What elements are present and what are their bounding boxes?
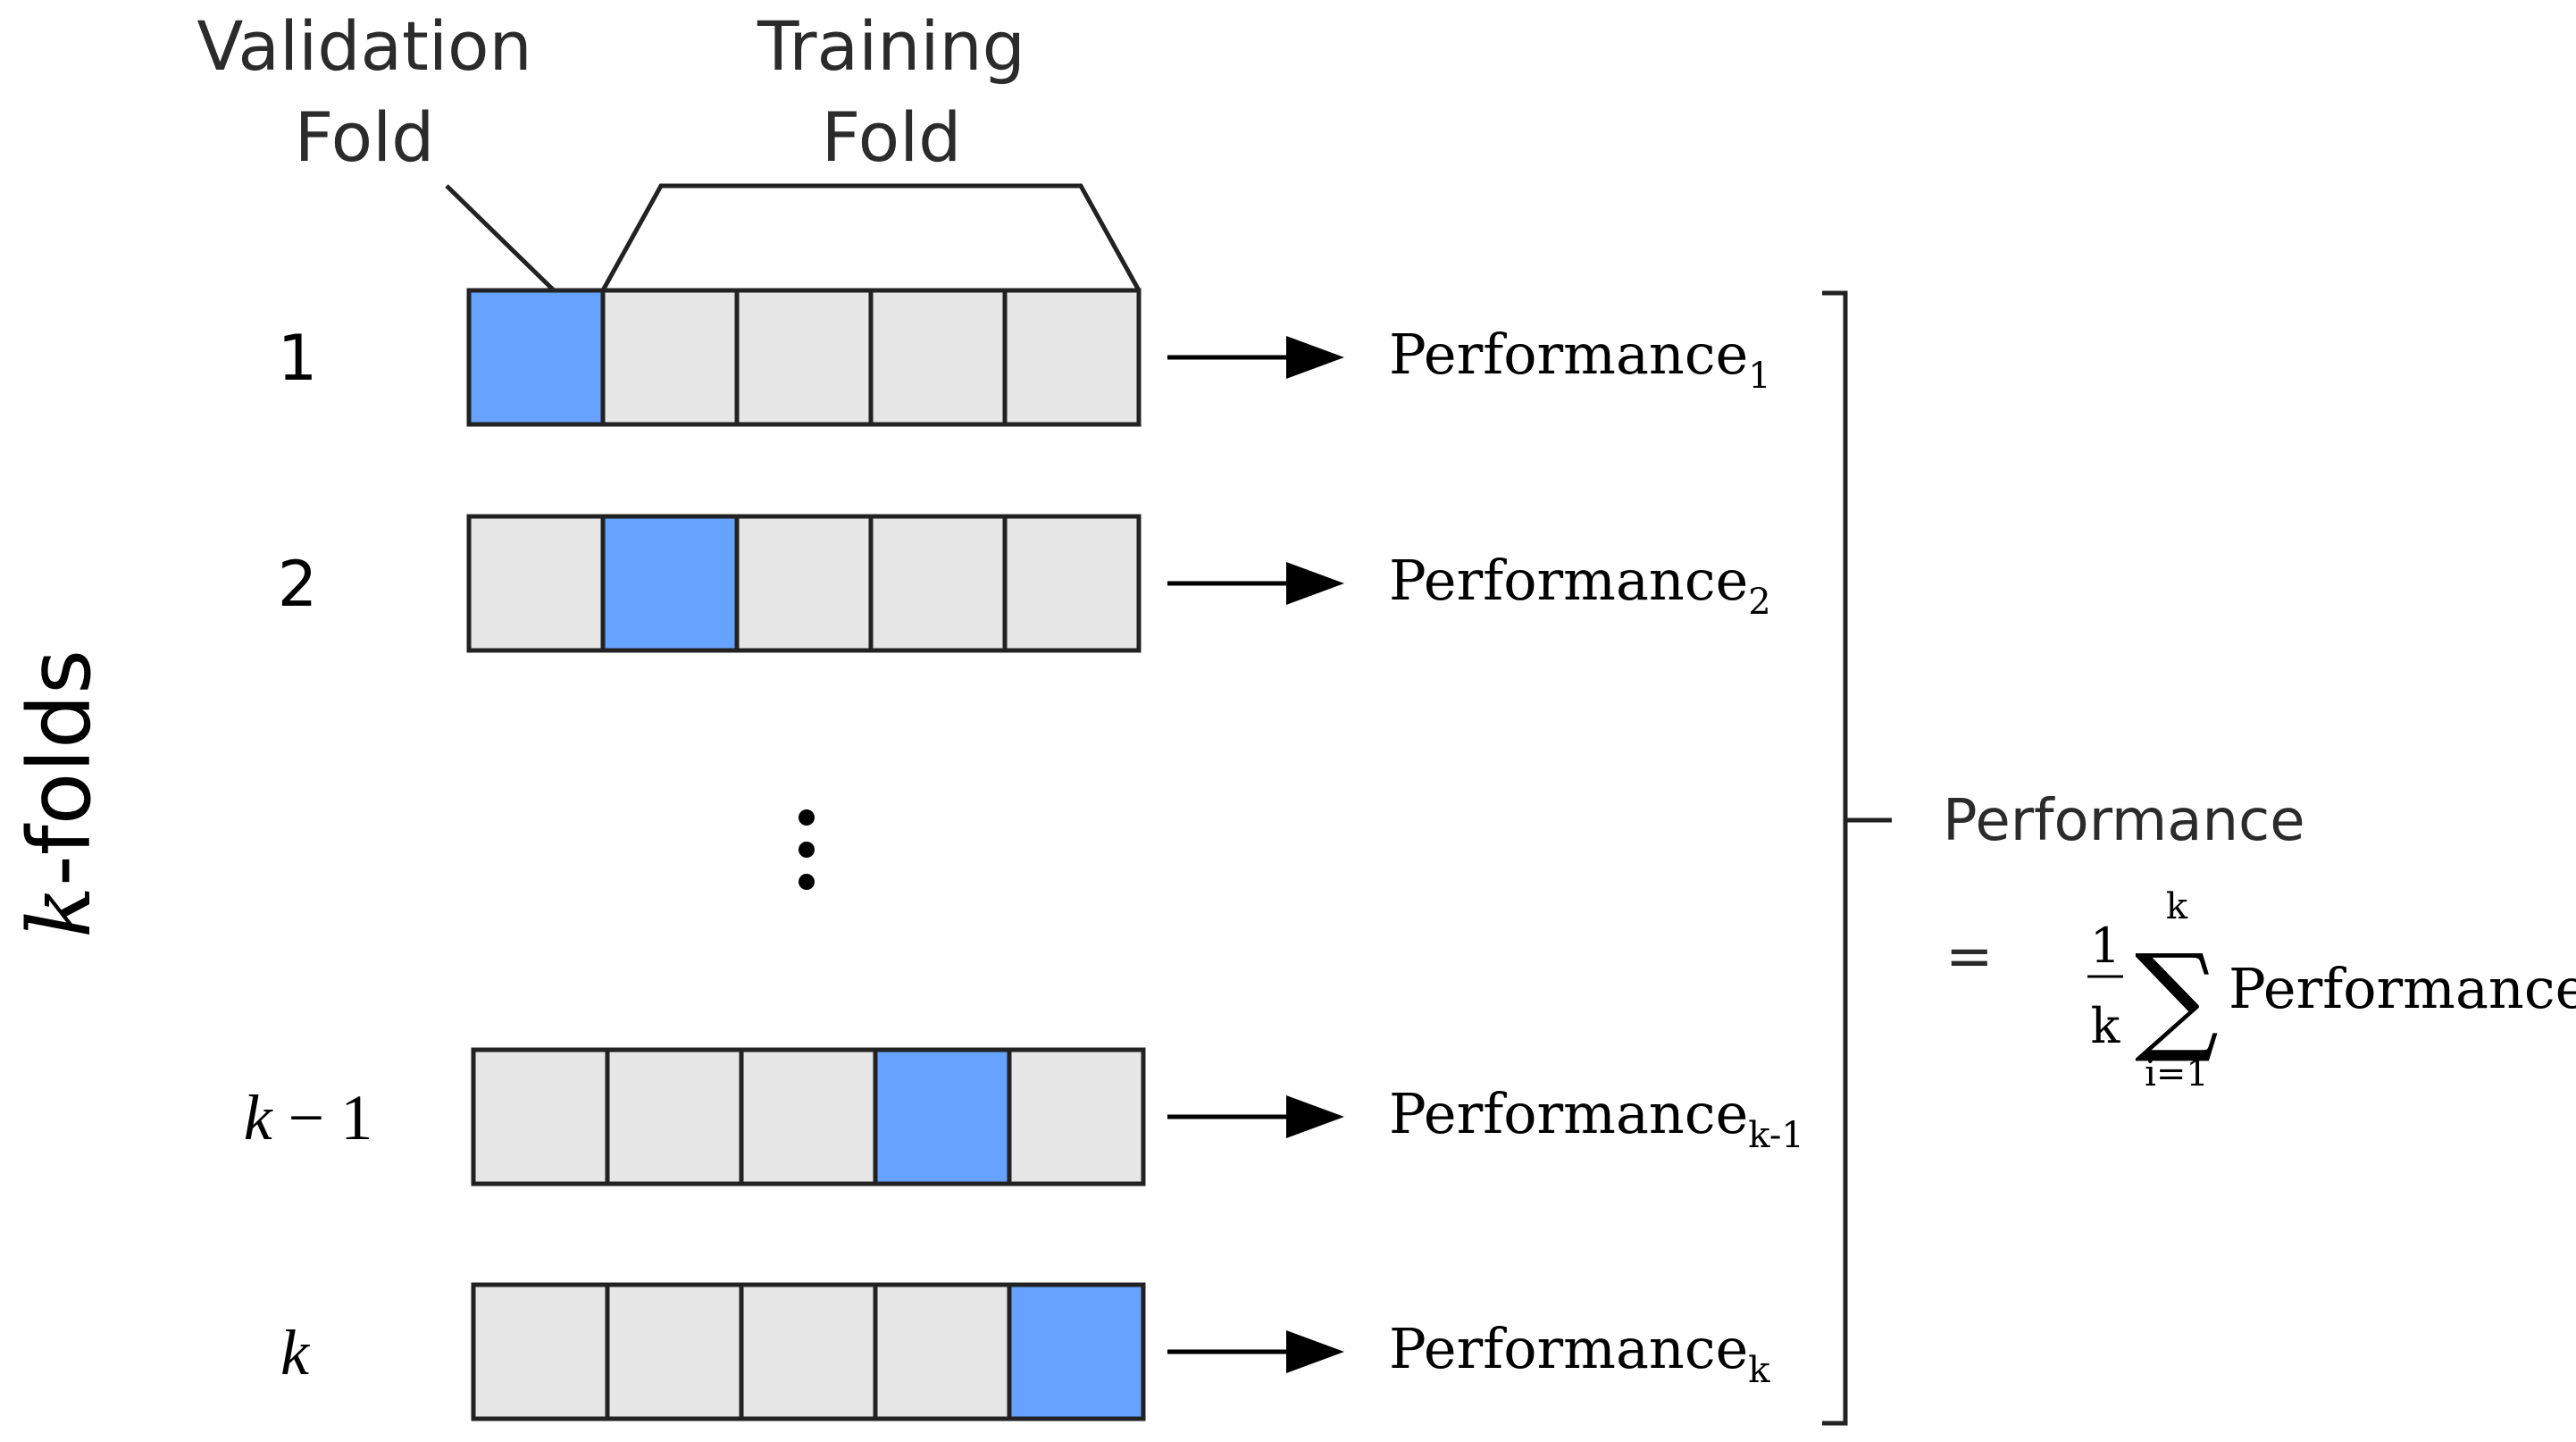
training-fold-label-line2: Fold [822,97,962,177]
training-fold-cell [868,514,1008,653]
vertical-ellipsis [799,809,815,890]
row-performance-subscript: k [1748,1350,1770,1391]
sigma-symbol: ∑ [2135,929,2219,1067]
fraction-denominator: k [2091,998,2121,1054]
arrow-head [1286,336,1344,379]
training-fold-cell [605,1047,744,1186]
kfolds-axis-title-rest: -folds [10,650,110,886]
summary-bracket [1822,290,1848,1426]
validation-fold-cell [873,1047,1012,1186]
row-performance-subscript: 1 [1748,356,1770,397]
training-fold-cell [734,288,874,427]
training-fold-cell [471,1282,610,1421]
validation-fold-cell [600,514,740,653]
row-label: 2 [278,548,318,621]
row-label-var: k [280,1317,311,1388]
arrow-head [1286,562,1344,605]
training-fold-cell [466,514,606,653]
kfolds-axis-title: k-folds [10,650,110,938]
training-fold-cell [868,288,1008,427]
row-performance-subscript: 2 [1748,582,1770,623]
arrow-head [1286,1330,1344,1373]
sum-term-main: Performance [2229,956,2576,1021]
summary-equals: = [1945,924,1994,990]
sum-term: Performancei [2229,956,2576,1031]
training-fold-cell [734,514,874,653]
validation-fold-cell [466,288,606,427]
validation-fold-label-line2: Fold [295,97,435,177]
training-fold-label-line1: Training [757,6,1025,86]
row-performance-main: Performance [1389,322,1748,387]
average-formula: 1 k k ∑ i=1 Performancei [2087,886,2576,1094]
ellipsis-dot [799,874,815,890]
training-fold-bracket [600,183,1142,292]
training-fold-cell [605,1282,744,1421]
training-fold-cell [873,1282,1012,1421]
row-label: 1 [278,322,318,395]
training-fold-cell [1007,1047,1146,1186]
sum-lower-limit: i=1 [2145,1053,2209,1094]
training-fold-cell [1002,288,1142,427]
validation-fold-cell [1007,1282,1146,1421]
row-label: k [280,1317,311,1388]
row-performance-label: Performancek [1389,1316,1770,1391]
training-fold-cell [1002,514,1142,653]
summary-performance-title: Performance [1943,788,2305,854]
row-label-var: k [244,1082,274,1153]
training-fold-cell [739,1047,878,1186]
validation-fold-label-line1: Validation [197,6,531,86]
row-performance-subscript: k-1 [1748,1115,1804,1156]
validation-pointer-line [445,184,556,292]
kfolds-axis-title-var: k [10,886,110,938]
training-fold-cell [471,1047,610,1186]
row-performance-label: Performancek-1 [1389,1081,1804,1156]
row-performance-label: Performance1 [1389,322,1771,397]
ellipsis-dot [799,809,815,826]
fold-row-3: k − 1 Performancek-1 [244,1047,1804,1186]
sum-upper-limit: k [2166,886,2188,927]
fraction-numerator: 1 [2090,918,2120,974]
row-performance-label: Performance2 [1389,548,1771,623]
row-performance-main: Performance [1389,1316,1748,1381]
ellipsis-dot [799,842,815,858]
row-label: k − 1 [244,1082,373,1153]
training-fold-cell [600,288,740,427]
row-performance-main: Performance [1389,1081,1748,1146]
row-label-rest: − 1 [272,1082,373,1153]
training-fold-cell [739,1282,878,1421]
arrow-head [1286,1095,1344,1138]
row-performance-main: Performance [1389,548,1748,613]
